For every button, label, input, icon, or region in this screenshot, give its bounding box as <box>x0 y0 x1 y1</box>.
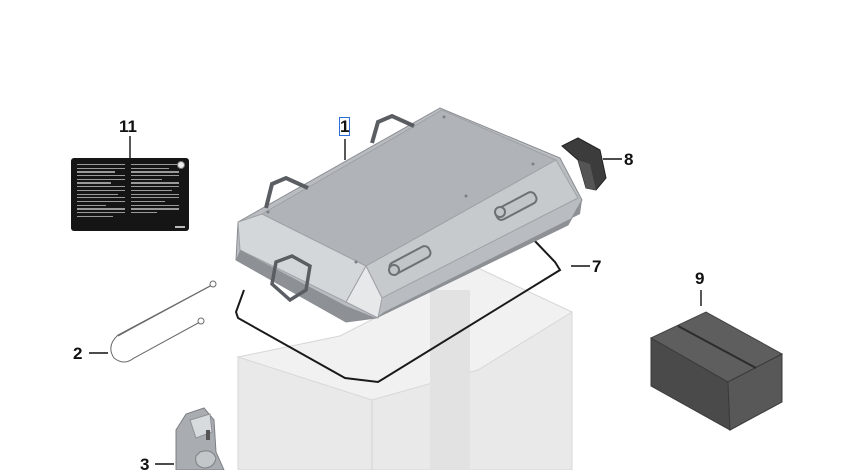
callout-1[interactable]: 1 <box>338 117 351 136</box>
instruction-label[interactable] <box>71 158 189 231</box>
box-package[interactable] <box>649 311 784 431</box>
corner-cap[interactable] <box>561 137 607 191</box>
mount-bracket[interactable] <box>175 407 225 471</box>
lid-seal[interactable] <box>234 237 562 384</box>
callout-3[interactable]: 3 <box>140 455 150 474</box>
callout-9[interactable]: 9 <box>695 269 705 288</box>
callout-2[interactable]: 2 <box>73 344 83 363</box>
callout-7[interactable]: 7 <box>592 257 602 276</box>
brand-logo-icon <box>177 161 185 169</box>
case-body <box>236 267 574 471</box>
safety-cable[interactable] <box>110 280 217 363</box>
lid-assembly[interactable] <box>235 107 583 323</box>
leader-lines <box>89 136 702 465</box>
callout-11[interactable]: 11 <box>119 117 137 136</box>
callout-8[interactable]: 8 <box>624 150 634 169</box>
